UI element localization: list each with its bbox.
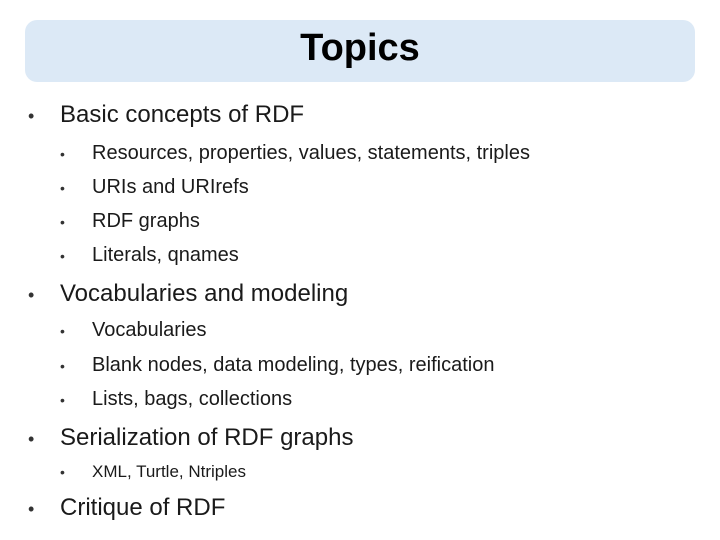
sub-bullet-label: Blank nodes, data modeling, types, reifi… (92, 354, 495, 376)
sub-bullet-icon: • (60, 358, 65, 374)
bullet-icon: • (28, 106, 35, 126)
sub-bullet-icon: • (60, 392, 65, 408)
bullet-label: Basic concepts of RDF (60, 101, 305, 128)
sub-bullet-label: Literals, qnames (92, 244, 239, 266)
sub-bullet-label: URIs and URIrefs (92, 176, 249, 198)
sub-bullet-label: Vocabularies (92, 319, 207, 341)
bullet-icon: • (28, 429, 35, 449)
sub-bullet-icon: • (60, 323, 65, 339)
bullet-icon: • (28, 285, 35, 305)
sub-bullet-icon: • (60, 180, 65, 196)
title-banner (25, 20, 695, 82)
sub-bullet-label: RDF graphs (92, 210, 200, 232)
sub-bullet-label: XML, Turtle, Ntriples (92, 462, 246, 481)
sub-bullet-label: Lists, bags, collections (92, 388, 293, 410)
sub-bullet-icon: • (60, 146, 65, 162)
bullet-label: Critique of RDF (60, 494, 226, 521)
sub-bullet-icon: • (60, 464, 65, 480)
bullet-icon: • (28, 499, 35, 519)
sub-bullet-label: Resources, properties, values, statement… (92, 142, 530, 164)
bullet-label: Vocabularies and modeling (60, 280, 349, 307)
bullet-label: Serialization of RDF graphs (60, 424, 354, 451)
sub-bullet-icon: • (60, 248, 65, 264)
slide-title: Topics (300, 27, 420, 69)
sub-bullet-icon: • (60, 214, 65, 230)
